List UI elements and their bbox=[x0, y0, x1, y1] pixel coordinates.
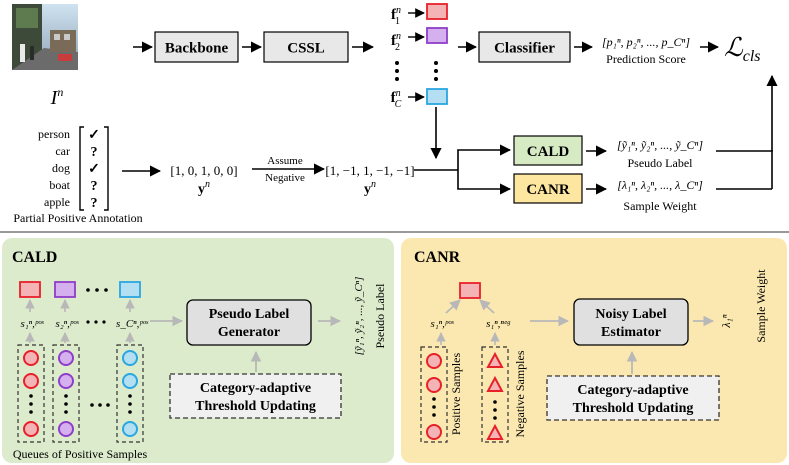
queue-caption: Queues of Positive Samples bbox=[13, 447, 148, 461]
svg-text:Backbone: Backbone bbox=[165, 41, 229, 57]
y-symbol: yn bbox=[198, 179, 210, 197]
queue-red bbox=[17, 344, 45, 443]
negative-label: Negative bbox=[265, 172, 305, 184]
feature-c-swatch bbox=[426, 88, 448, 105]
queue-dots bbox=[90, 403, 110, 407]
svg-text:dog: dog bbox=[52, 161, 70, 175]
svg-text:Category-adaptive: Category-adaptive bbox=[577, 383, 688, 398]
cald-output-vector: [ỹ₁ⁿ, ỹ₂ⁿ, ..., ỹ_Cⁿ] bbox=[353, 277, 365, 356]
canr-negative-caption: Negative Samples bbox=[513, 350, 527, 437]
feature-dots bbox=[395, 61, 438, 81]
partial-caption: Partial Positive Annotation bbox=[13, 211, 142, 225]
svg-text:?: ? bbox=[91, 196, 98, 211]
y-neg-symbol: yn bbox=[364, 179, 376, 197]
svg-text:Threshold Updating: Threshold Updating bbox=[573, 401, 694, 416]
svg-text:✓: ✓ bbox=[88, 162, 100, 177]
input-image bbox=[12, 4, 78, 70]
feature-2-swatch bbox=[426, 27, 448, 44]
prediction-vector: [p₁ⁿ, p₂ⁿ, ..., p_Cⁿ] bbox=[602, 35, 690, 49]
svg-text:?: ? bbox=[91, 145, 98, 160]
svg-text:✓: ✓ bbox=[88, 128, 100, 143]
cald-box: CALD bbox=[513, 135, 583, 166]
cald-panel-title: CALD bbox=[12, 249, 57, 266]
cald-s1: s₁ⁿ,ᵖᵒˢ bbox=[21, 318, 45, 330]
queue-blue bbox=[116, 344, 144, 443]
svg-text:CALD: CALD bbox=[527, 144, 570, 160]
canr-s-pos: s₁ⁿ,ᵖᵒˢ bbox=[431, 318, 455, 330]
cald-s2: s₂ⁿ,ᵖᵒˢ bbox=[56, 318, 80, 330]
cald-output-caption: Pseudo Label bbox=[373, 283, 387, 349]
loss-label: ℒcls bbox=[724, 33, 761, 65]
queue-purple bbox=[52, 344, 80, 443]
weight-vector: [λ₁ⁿ, λ₂ⁿ, ..., λ_Cⁿ] bbox=[617, 178, 703, 192]
classifier-box: Classifier bbox=[478, 31, 571, 63]
svg-text:Threshold Updating: Threshold Updating bbox=[195, 399, 316, 414]
partial-annotation: person car dog boat apple ✓ ? ✓ ? ? bbox=[38, 126, 109, 211]
y-neg-vector: [1, −1, 1, −1, −1] bbox=[325, 163, 414, 178]
canr-positive-queue bbox=[420, 346, 448, 443]
svg-text:Pseudo Label: Pseudo Label bbox=[209, 307, 290, 322]
backbone-box: Backbone bbox=[154, 31, 239, 63]
weight-caption: Sample Weight bbox=[623, 199, 697, 213]
canr-panel-title: CANR bbox=[414, 249, 461, 266]
canr-output-symbol: λ₁ⁿ bbox=[719, 314, 733, 328]
cssl-box: CSSL bbox=[263, 31, 349, 63]
pseudo-vector: [ỹ₁ⁿ, ỹ₂ⁿ, ..., ỹ_Cⁿ] bbox=[617, 138, 703, 152]
svg-text:Generator: Generator bbox=[218, 325, 280, 340]
canr-threshold-box: Category-adaptive Threshold Updating bbox=[546, 375, 720, 421]
svg-text:person: person bbox=[38, 127, 70, 141]
assume-label: Assume bbox=[267, 155, 303, 167]
cald-swatch-dots bbox=[86, 288, 108, 292]
svg-text:CANR: CANR bbox=[526, 182, 569, 198]
prediction-caption: Prediction Score bbox=[606, 52, 686, 66]
y-vector: [1, 0, 1, 0, 0] bbox=[170, 163, 237, 178]
svg-text:CSSL: CSSL bbox=[287, 41, 325, 57]
svg-text:Category-adaptive: Category-adaptive bbox=[200, 381, 311, 396]
cald-threshold-box: Category-adaptive Threshold Updating bbox=[169, 373, 342, 419]
pseudo-label-generator-box: Pseudo Label Generator bbox=[186, 299, 312, 346]
pseudo-caption: Pseudo Label bbox=[628, 156, 694, 170]
noisy-label-estimator-box: Noisy Label Estimator bbox=[573, 298, 689, 346]
cald-s-dots bbox=[86, 320, 106, 324]
svg-text:?: ? bbox=[91, 179, 98, 194]
cald-sc: s_Cⁿ,ᵖᵒˢ bbox=[116, 318, 149, 330]
canr-s-neg: s₁ⁿ,ⁿᵉᵍ bbox=[486, 318, 511, 330]
canr-swatch bbox=[459, 282, 481, 299]
svg-text:apple: apple bbox=[44, 195, 70, 209]
svg-text:Noisy Label: Noisy Label bbox=[595, 307, 666, 322]
feature-1-swatch bbox=[426, 3, 448, 20]
canr-box: CANR bbox=[513, 173, 583, 204]
input-image-label: In bbox=[50, 85, 64, 109]
canr-positive-caption: Positive Samples bbox=[449, 353, 463, 436]
svg-text:Classifier: Classifier bbox=[494, 41, 555, 57]
svg-text:car: car bbox=[55, 144, 70, 158]
svg-text:Estimator: Estimator bbox=[601, 325, 661, 340]
svg-text:boat: boat bbox=[49, 178, 70, 192]
canr-output-caption: Sample Weight bbox=[754, 269, 768, 343]
canr-negative-queue bbox=[481, 346, 509, 443]
